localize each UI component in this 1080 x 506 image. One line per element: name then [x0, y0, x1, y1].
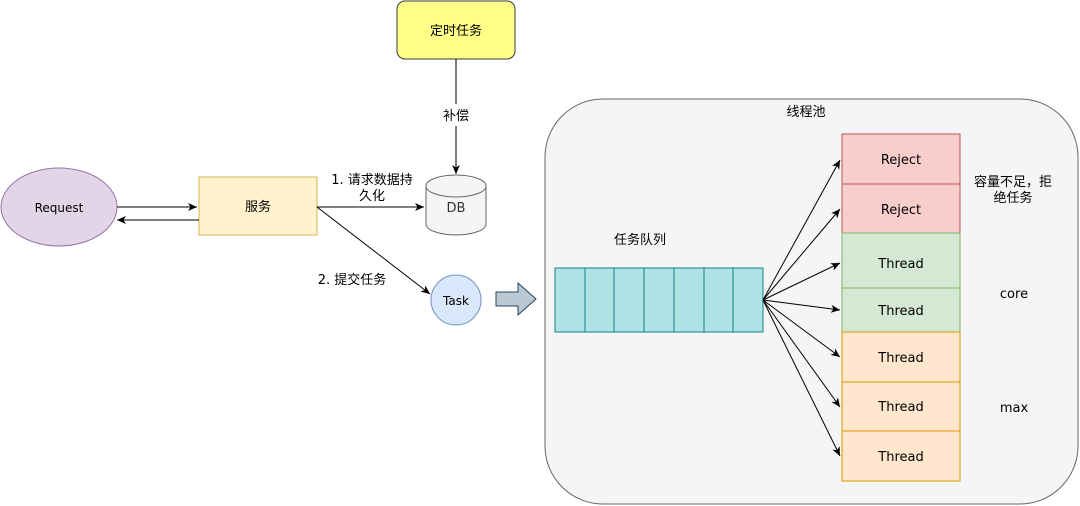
compensate-label: 补偿 [443, 109, 469, 124]
max-thread-label: Thread [877, 351, 923, 366]
dispatch-edge [762, 299, 841, 457]
scheduled-task-label: 定时任务 [430, 23, 482, 39]
persist-label-line1: 1. 请求数据持 [331, 173, 413, 188]
persist-label-line2: 久化 [359, 189, 385, 204]
reject-note-line1: 容量不足，拒 [974, 174, 1052, 190]
submit-label: 2. 提交任务 [318, 272, 387, 288]
reject-cell-label: Reject [881, 153, 921, 168]
db-label: DB [447, 201, 466, 216]
dispatch-edge [762, 159, 841, 301]
dispatch-edge [762, 208, 841, 301]
dispatch-edge [762, 262, 841, 301]
queue-label: 任务队列 [614, 232, 666, 248]
max-thread-cell [841, 430, 961, 482]
max-thread-cell [841, 381, 961, 432]
reject-note-line2: 绝任务 [993, 190, 1032, 206]
dispatch-edge [762, 299, 841, 313]
task-node[interactable] [430, 274, 482, 326]
core-thread-label: Thread [877, 304, 923, 319]
submit-label-bg [314, 269, 390, 289]
dispatch-edges [762, 159, 841, 457]
persist-label-bg [330, 171, 414, 205]
queue-slot [703, 267, 734, 333]
request-label: Request [35, 201, 84, 215]
service-label: 服务 [245, 199, 271, 215]
task-queue [554, 267, 764, 333]
queue-slot [673, 267, 705, 333]
queue-slot [554, 267, 586, 333]
max-thread-cell [841, 331, 961, 383]
queue-slot [584, 267, 615, 333]
submit-edge [316, 206, 431, 295]
reject-cell [841, 183, 961, 234]
max-thread-label: Thread [877, 400, 923, 415]
queue-slot [643, 267, 675, 333]
max-label: max [1000, 401, 1029, 416]
reject-cell-label: Reject [881, 203, 921, 218]
core-label: core [1000, 287, 1028, 302]
queue-slot [613, 267, 645, 333]
thread-pool-title: 线程池 [786, 105, 825, 120]
service-node[interactable] [198, 176, 318, 236]
core-thread-cell [841, 232, 961, 289]
reject-cell [841, 133, 961, 185]
dispatch-edge [762, 299, 841, 408]
core-thread-cell [841, 287, 961, 333]
max-thread-label: Thread [877, 450, 923, 465]
core-thread-label: Thread [877, 257, 923, 272]
dispatch-edge [762, 299, 841, 358]
block-arrow-icon [495, 281, 537, 317]
task-label: Task [442, 294, 469, 308]
db-node[interactable] [425, 174, 487, 236]
compensate-label-bg [436, 104, 476, 126]
queue-slot [732, 267, 764, 333]
